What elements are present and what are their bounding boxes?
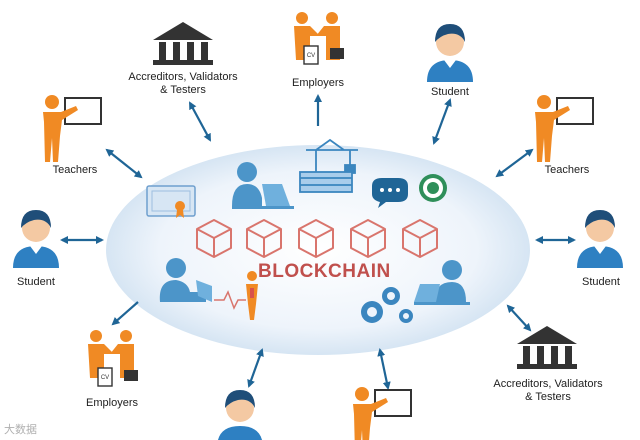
blockchain-title: BLOCKCHAIN	[258, 261, 391, 282]
student-avatar-icon	[577, 210, 623, 268]
arrow-teachers-right	[495, 148, 534, 178]
svg-text:CV: CV	[101, 375, 109, 381]
student-avatar-icon	[427, 24, 473, 82]
cube-icon	[298, 219, 334, 258]
health-body-icon	[214, 271, 258, 320]
person-laptop-right-icon	[414, 260, 470, 305]
arrow-student-top-right	[432, 98, 452, 145]
arrow-teacher-bottom	[377, 348, 391, 390]
label-student-left: Student	[17, 276, 55, 288]
certificate-icon	[146, 185, 196, 218]
label-teachers-right: Teachers	[544, 164, 590, 176]
arrow-accreditors-top	[189, 101, 211, 142]
teacher-board-icon	[353, 387, 412, 440]
seal-badge-icon	[419, 174, 447, 202]
handshake-icon: CV	[88, 330, 138, 387]
label-teachers-left: Teachers	[52, 164, 98, 176]
student-avatar-icon	[13, 210, 59, 268]
cube-icon	[402, 219, 438, 258]
bank-building-icon	[517, 326, 577, 369]
person-laptop-icon	[232, 162, 294, 209]
bank-building-icon	[153, 22, 213, 65]
handshake-icon: CV	[294, 12, 344, 65]
arrow-teachers-left	[105, 148, 143, 179]
label-student-right: Student	[582, 276, 620, 288]
blockchain-cubes	[196, 219, 438, 258]
gears-icon	[361, 287, 413, 323]
student-avatar-icon	[218, 390, 262, 440]
teacher-board-icon	[43, 95, 102, 162]
chat-bubble-icon	[372, 178, 408, 208]
connection-arrows	[60, 94, 576, 390]
arrow-accreditors-bottom	[506, 304, 532, 332]
arrow-student-bottom	[247, 348, 264, 388]
label-accreditors-top: Accreditors, Validators & Testers	[128, 71, 238, 96]
label-student-top-right: Student	[431, 86, 469, 98]
watermark: 大数据	[4, 423, 37, 436]
teacher-board-icon	[535, 95, 594, 162]
cube-icon	[350, 219, 386, 258]
arrow-employers-bottom	[111, 301, 139, 326]
svg-text:CV: CV	[307, 53, 315, 59]
factory-crane-icon	[299, 138, 358, 193]
label-employers-top: Employers	[292, 77, 344, 89]
cube-icon	[196, 219, 232, 258]
cube-icon	[246, 219, 282, 258]
label-accreditors-bottom: Accreditors, Validators & Testers	[493, 378, 603, 403]
label-employers-bottom: Employers	[86, 397, 138, 409]
reading-person-icon	[159, 258, 212, 302]
